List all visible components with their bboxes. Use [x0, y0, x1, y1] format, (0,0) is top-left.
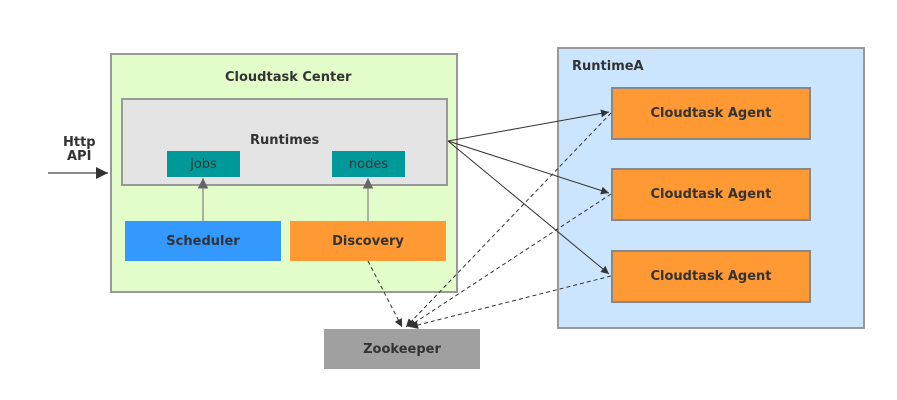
runtime-a-title: RuntimeA [572, 59, 644, 74]
runtimes-title: Runtimes [250, 133, 320, 148]
zookeeper-node: Zookeeper [324, 329, 480, 369]
nodes-node: nodes [332, 151, 405, 177]
scheduler-node: Scheduler [125, 221, 281, 261]
http-api-label-line2: API [67, 149, 92, 164]
http-api-label-line1: Http [63, 135, 96, 150]
discovery-node: Discovery [290, 221, 446, 261]
cloudtask-agent-1: Cloudtask Agent [611, 87, 811, 140]
cloudtask-agent-3: Cloudtask Agent [611, 250, 811, 303]
cloudtask-center-title: Cloudtask Center [225, 70, 352, 85]
cloudtask-agent-2: Cloudtask Agent [611, 168, 811, 221]
jobs-node: jobs [167, 151, 240, 177]
